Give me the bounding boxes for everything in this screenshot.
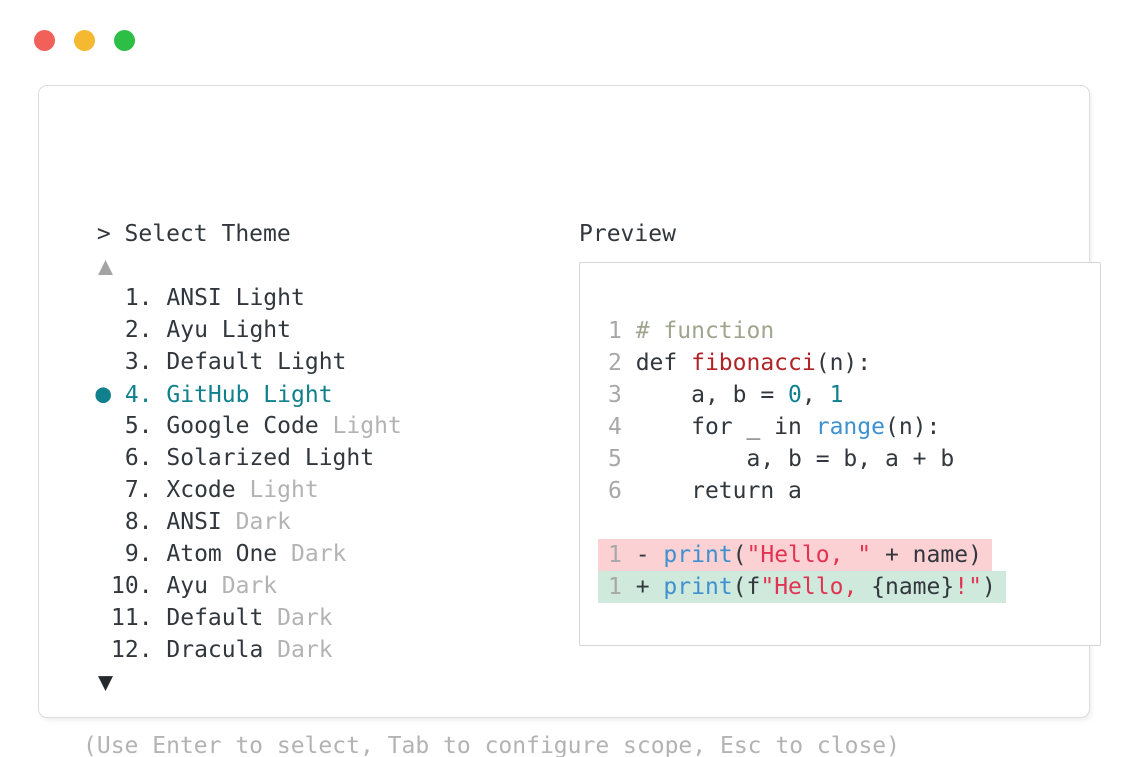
theme-name: GitHub Light (166, 382, 333, 408)
theme-list-item[interactable]: 5. Google Code Light (83, 410, 402, 442)
theme-number: 6. (124, 445, 153, 471)
code-line: 5 a, b = b, a + b (608, 446, 955, 472)
selected-bullet-icon: ● (95, 379, 111, 409)
theme-number: 11. (111, 605, 153, 631)
code-line: 3 a, b = 0, 1 (608, 382, 844, 408)
line-number: 3 (608, 382, 636, 408)
theme-name: Default (166, 605, 264, 631)
footer-hint: (Use Enter to select, Tab to configure s… (83, 733, 900, 757)
theme-name: ANSI Light (166, 285, 305, 311)
theme-list-item[interactable]: 9. Atom One Dark (83, 538, 402, 570)
scroll-down-icon: ▼ (98, 667, 114, 696)
code-line: 2 def fibonacci(n): (608, 350, 872, 376)
theme-name: Ayu Light (166, 317, 291, 343)
theme-number: 9. (124, 541, 153, 567)
theme-list-item[interactable]: 6. Solarized Light (83, 442, 402, 474)
line-number: 5 (608, 446, 636, 472)
theme-name: Ayu (166, 573, 208, 599)
code-line: 1 # function (608, 318, 775, 344)
code-block: 1 # function 2 def fibonacci(n): 3 a, b = … (580, 263, 1100, 603)
scroll-up-icon: ▲ (98, 251, 114, 280)
theme-list-item[interactable]: 12. Dracula Dark (83, 634, 402, 666)
theme-variant: Light (249, 477, 319, 503)
theme-list-item[interactable]: 3. Default Light (83, 346, 402, 378)
theme-number: 2. (124, 317, 153, 343)
theme-list-item[interactable]: 1. ANSI Light (83, 282, 402, 314)
theme-number: 8. (124, 509, 153, 535)
theme-number: 12. (111, 637, 153, 663)
theme-name: Google Code (166, 413, 319, 439)
theme-name: Solarized Light (166, 445, 375, 471)
prompt-label: > Select Theme (96, 221, 291, 247)
line-number: 4 (608, 414, 636, 440)
theme-number: 5. (124, 413, 153, 439)
theme-list-item[interactable]: 8. ANSI Dark (83, 506, 402, 538)
code-line: 1 + print(f"Hello, {name}!") (598, 571, 1100, 603)
theme-name: ANSI (166, 509, 222, 535)
theme-picker-column: > Select Theme ▲ 1. ANSI Light 2. Ayu Light… (83, 218, 402, 698)
theme-picker-panel: > Select Theme ▲ 1. ANSI Light 2. Ayu Light… (38, 85, 1101, 757)
theme-list-item[interactable]: 2. Ayu Light (83, 314, 402, 346)
theme-name: Default Light (166, 349, 347, 375)
theme-name: Xcode (166, 477, 236, 503)
theme-variant: Dark (221, 573, 278, 599)
theme-variant: Light (332, 413, 402, 439)
line-number: 2 (608, 350, 636, 376)
theme-name: Atom One (166, 541, 278, 567)
code-line (608, 507, 1100, 539)
theme-list: 1. ANSI Light 2. Ayu Light 3. Default Light ● 4… (83, 282, 402, 666)
code-line: 1 - print("Hello, " + name) (598, 539, 1100, 571)
preview-label: Preview (579, 221, 676, 247)
theme-list-item[interactable]: 7. Xcode Light (83, 474, 402, 506)
theme-list-item[interactable]: ● 4. GitHub Light (83, 378, 402, 410)
theme-variant: Dark (235, 509, 291, 535)
theme-number: 7. (124, 477, 153, 503)
line-number: 1 (608, 542, 636, 568)
minimize-button[interactable] (74, 30, 95, 51)
theme-list-item[interactable]: 11. Default Dark (83, 602, 402, 634)
maximize-button[interactable] (114, 30, 135, 51)
preview-pane: 1 # function 2 def fibonacci(n): 3 a, b = … (579, 262, 1101, 646)
code-line: 4 for _ in range(n): (608, 414, 941, 440)
theme-list-item[interactable]: 10. Ayu Dark (83, 570, 402, 602)
theme-number: 1. (124, 285, 153, 311)
theme-variant: Dark (277, 637, 333, 663)
window-controls (34, 30, 135, 51)
line-number: 1 (608, 574, 636, 600)
theme-variant: Dark (291, 541, 347, 567)
close-button[interactable] (34, 30, 55, 51)
theme-name: Dracula (166, 637, 264, 663)
code-line: 6 return a (608, 478, 802, 504)
theme-number: 4. (124, 382, 153, 408)
theme-number: 3. (124, 349, 153, 375)
line-number: 1 (608, 318, 636, 344)
theme-variant: Dark (277, 605, 333, 631)
line-number: 6 (608, 478, 636, 504)
theme-number: 10. (111, 573, 153, 599)
